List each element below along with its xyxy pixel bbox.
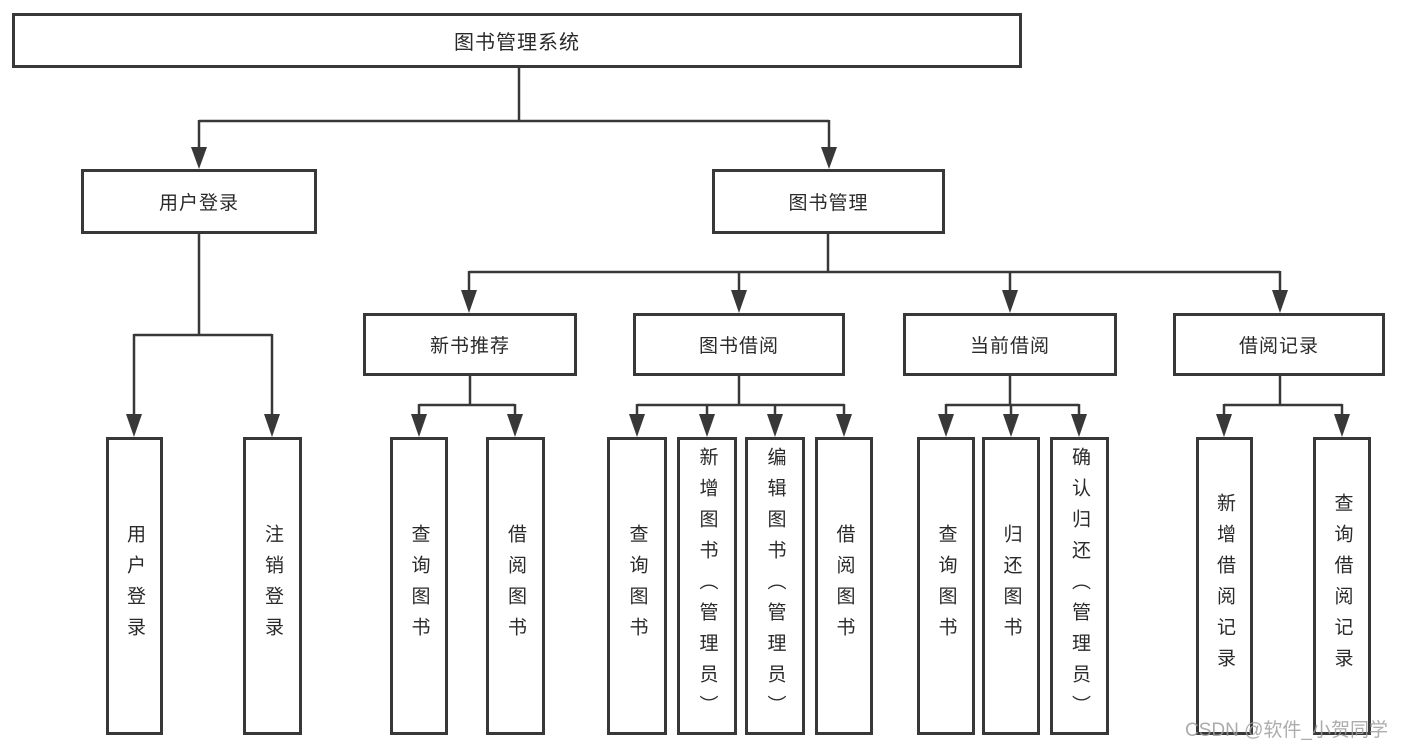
node-query-books-current: 查询图书 [917,437,975,735]
connector-book-borrow-children [629,376,852,437]
arrowhead-down-icon [699,414,715,437]
arrowhead-down-icon [1334,414,1350,437]
node-label: 图书借阅 [698,336,779,357]
arrowhead-down-icon [1216,414,1232,437]
node-new-book-recommendation: 新书推荐 [363,313,577,376]
node-confirm-return-admin: 确认归还（管理员） [1050,437,1109,735]
node-label: 编辑图书（管理员） [764,446,786,726]
node-label: 图书管理系统 [454,32,580,54]
node-current-borrowing: 当前借阅 [903,313,1117,376]
arrowhead-down-icon [1003,414,1019,437]
node-borrow-books-newrec: 借阅图书 [486,437,545,735]
arrowhead-down-icon [126,414,142,437]
node-user-login: 用户登录 [81,169,317,234]
node-edit-books-admin: 编辑图书（管理员） [745,437,805,735]
connector-root-to-level2 [191,68,837,169]
arrowhead-down-icon [731,290,747,313]
arrowhead-down-icon [411,414,427,437]
connector-current-borrow-children [938,376,1087,437]
arrowhead-down-icon [264,414,280,437]
csdn-watermark: CSDN @软件_小贺同学 [1185,720,1388,741]
node-query-borrow-record: 查询借阅记录 [1313,437,1371,735]
node-label: 新书推荐 [429,336,510,357]
arrowhead-down-icon [767,414,783,437]
node-label: 用户登录 [158,193,239,214]
arrowhead-down-icon [629,414,645,437]
node-user-login-action: 用户登录 [106,437,163,735]
node-query-books-newrec: 查询图书 [390,437,448,735]
arrowhead-down-icon [821,147,837,169]
node-return-books: 归还图书 [982,437,1040,735]
arrowhead-down-icon [1272,290,1288,313]
node-library-management-system: 图书管理系统 [12,13,1022,68]
node-label: 图书管理 [788,193,869,214]
node-book-borrowing: 图书借阅 [633,313,845,376]
arrowhead-down-icon [1002,290,1018,313]
arrowhead-down-icon [461,290,477,313]
arrowhead-down-icon [938,414,954,437]
node-label: 查询图书 [626,524,648,648]
node-add-books-admin: 新增图书（管理员） [677,437,737,735]
node-add-borrow-record: 新增借阅记录 [1196,437,1253,735]
connector-new-book-rec-children [411,376,523,437]
arrowhead-down-icon [836,414,852,437]
connector-borrow-records-children [1216,376,1350,437]
node-borrowing-records: 借阅记录 [1173,313,1385,376]
node-label: 借阅记录 [1238,336,1319,357]
node-label: 新增图书（管理员） [696,446,718,726]
arrowhead-down-icon [191,147,207,169]
node-label: 确认归还（管理员） [1069,446,1090,726]
node-label: 注销登录 [262,524,283,648]
connector-book-mgmt-children [461,234,1288,313]
node-label: 借阅图书 [505,524,526,648]
node-borrow-books: 借阅图书 [815,437,873,735]
node-label: 用户登录 [124,524,145,648]
node-logout: 注销登录 [243,437,302,735]
node-label: 归还图书 [1000,524,1022,648]
node-label: 查询图书 [408,524,430,648]
node-label: 借阅图书 [833,524,855,648]
node-book-management: 图书管理 [712,169,945,234]
node-label: 当前借阅 [969,336,1050,357]
node-label: 查询图书 [935,524,957,648]
connector-user-login-children [126,233,280,437]
node-query-books-borrow: 查询图书 [607,437,667,735]
arrowhead-down-icon [507,414,523,437]
node-label: 查询借阅记录 [1331,493,1353,679]
arrowhead-down-icon [1071,414,1087,437]
node-label: 新增借阅记录 [1214,493,1235,679]
